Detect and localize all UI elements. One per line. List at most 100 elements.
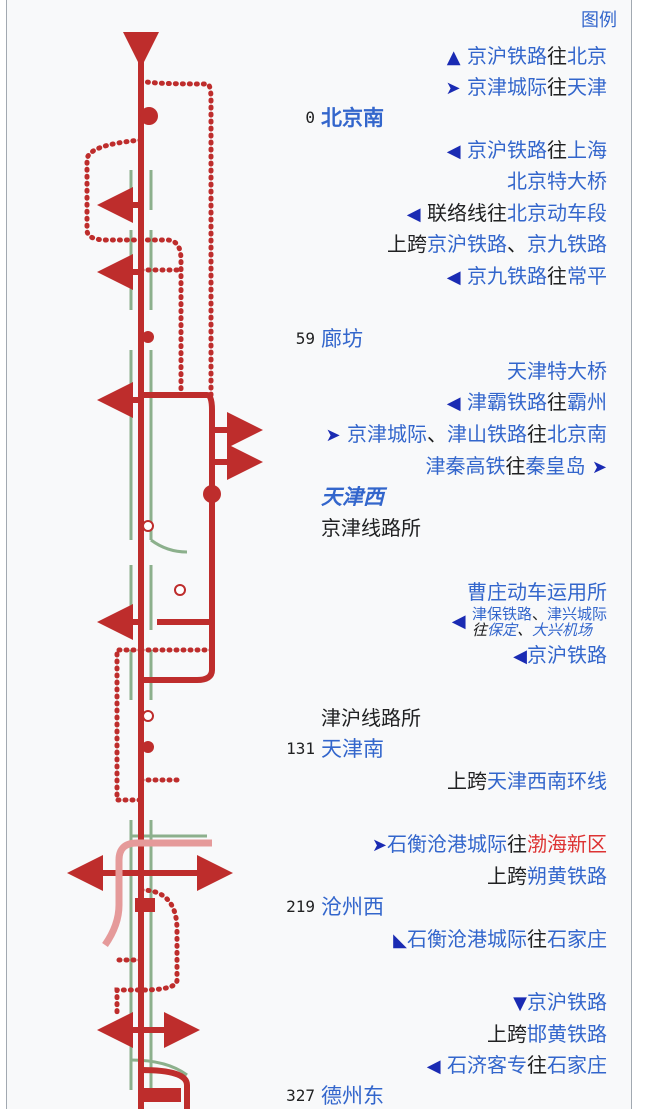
station-dot-cangzhou-west: [135, 898, 155, 912]
link-beijing-grand-bridge[interactable]: 北京特大桥: [507, 169, 607, 193]
link-tianjin[interactable]: 天津: [567, 75, 607, 99]
row-jinghu-down: ▼京沪铁路: [513, 988, 607, 1018]
text-overpass: 上跨: [487, 864, 527, 888]
link-jinqin-hsr[interactable]: 津秦高铁: [425, 454, 506, 478]
row-jinba-to-bazhou: ◀ 津霸铁路往霸州: [447, 388, 607, 418]
link-bazhou[interactable]: 霸州: [567, 390, 607, 414]
route-diagram-panel: 图例 ▲ 京沪铁路往北京 ➤ 京津城际往天津 0 北京南 ◀ 京沪铁路往上海 北…: [6, 0, 632, 1109]
station-langfang[interactable]: 廊坊: [321, 327, 363, 351]
link-jinghu-railway[interactable]: 京沪铁路: [427, 232, 507, 256]
row-beijing-bridge: 北京特大桥: [507, 167, 607, 195]
link-baoding[interactable]: 保定: [486, 621, 517, 639]
text-sep: 、: [516, 621, 532, 639]
link-beijing[interactable]: 北京: [567, 44, 607, 68]
row-jinghu-to-shanghai: ◀ 京沪铁路往上海: [447, 136, 607, 166]
text-to: 往: [527, 927, 547, 951]
link-jingjin-intercity[interactable]: 京津城际: [347, 422, 427, 446]
link-shijiazhuang[interactable]: 石家庄: [547, 927, 607, 951]
text-to: 往: [527, 422, 547, 446]
link-shihengcang-intercity[interactable]: 石衡沧港城际: [407, 927, 527, 951]
link-jinxing-intercity[interactable]: 津兴城际: [546, 605, 607, 623]
link-shihengcang-intercity[interactable]: 石衡沧港城际: [387, 832, 507, 856]
link-shijiazhuang[interactable]: 石家庄: [547, 1053, 607, 1077]
row-shiji-to-shijiazhuang: ◀ 石济客专往石家庄: [427, 1051, 607, 1081]
link-jinshan-railway[interactable]: 津山铁路: [447, 422, 527, 446]
arrow-left-icon: ◀: [446, 267, 461, 288]
arrow-down-icon: ▼: [513, 993, 527, 1014]
arrow-left-icon: ◀: [446, 141, 461, 162]
row-link-to-depot: ◀ 联络线往北京动车段: [407, 199, 607, 229]
arrow-right-icon: ➤: [591, 457, 607, 478]
station-beijing-south[interactable]: 北京南: [321, 106, 384, 130]
text-sep: 、: [427, 422, 447, 446]
station-dot-tianjin-south: [142, 741, 154, 753]
link-beijing-emu-depot[interactable]: 北京动车段: [507, 201, 607, 225]
arrow-left-icon: ◀: [446, 393, 461, 414]
station-cangzhou-west[interactable]: 沧州西: [321, 895, 384, 919]
link-qinhuangdao[interactable]: 秦皇岛: [525, 454, 586, 478]
link-jinba-railway[interactable]: 津霸铁路: [467, 390, 547, 414]
link-jinghu-railway[interactable]: 京沪铁路: [527, 990, 607, 1014]
text-to: 往: [547, 264, 567, 288]
arrow-right-icon: ➤: [371, 835, 387, 856]
station-dot-dezhou-east: [141, 1088, 181, 1102]
link-changping[interactable]: 常平: [567, 264, 607, 288]
km-dezhou-east: 327: [286, 1086, 315, 1105]
row-overpass-2: 上跨天津西南环线: [447, 767, 607, 795]
link-shanghai[interactable]: 上海: [567, 138, 607, 162]
km-tianjin-south: 131: [286, 739, 315, 758]
station-tianjin-west[interactable]: 天津西: [321, 485, 384, 509]
text-overpass: 上跨: [387, 232, 427, 256]
text-sep: 、: [507, 232, 527, 256]
text-jinhu-junction: 津沪线路所: [321, 706, 421, 730]
text-to: 往: [547, 138, 567, 162]
link-tianjin-grand-bridge[interactable]: 天津特大桥: [507, 359, 607, 383]
row-jingjin-junction: 京津线路所: [321, 514, 421, 542]
depot-caozhuang: [174, 584, 186, 596]
link-daxing-airport[interactable]: 大兴机场: [532, 621, 593, 639]
arrow-right-icon: ➤: [325, 425, 341, 446]
link-jingjiu-railway[interactable]: 京九铁路: [527, 232, 607, 256]
station-tianjin-south[interactable]: 天津南: [321, 737, 384, 761]
row-jinbao-jinxing: ◀ 津保铁路、津兴城际 往保定、大兴机场: [452, 606, 607, 638]
link-jingjiu-railway[interactable]: 京九铁路: [467, 264, 547, 288]
link-jinbao-railway[interactable]: 津保铁路: [471, 605, 532, 623]
arrow-right-icon: ➤: [445, 78, 461, 99]
row-overpass-3: 上跨朔黄铁路: [487, 862, 607, 890]
station-dot-langfang: [142, 331, 154, 343]
link-jingjin-intercity[interactable]: 京津城际: [467, 75, 547, 99]
link-beijing-south[interactable]: 北京南: [547, 422, 607, 446]
link-jinghu-railway[interactable]: 京沪铁路: [527, 643, 607, 667]
legend-link[interactable]: 图例: [581, 10, 617, 31]
junction-jingjin: [142, 520, 154, 532]
link-bohai-new-area[interactable]: 渤海新区: [527, 832, 607, 856]
link-hanhuang-railway[interactable]: 邯黄铁路: [527, 1022, 607, 1046]
route-map: [67, 32, 263, 1109]
arrow-down-left-icon: ◣: [393, 930, 407, 951]
link-jinghu-railway[interactable]: 京沪铁路: [467, 138, 547, 162]
station-dezhou-east[interactable]: 德州东: [321, 1084, 384, 1108]
station-markers: [135, 107, 221, 1102]
text-to: 往: [547, 75, 567, 99]
row-jinqin-to-qinhuangdao: 津秦高铁往秦皇岛 ➤: [426, 452, 607, 482]
main-line: [67, 32, 263, 1109]
row-overpass-1: 上跨京沪铁路、京九铁路: [387, 230, 607, 258]
link-shiji-pdl[interactable]: 石济客专: [447, 1053, 527, 1077]
link-shuohuang-railway[interactable]: 朔黄铁路: [527, 864, 607, 888]
row-jinghu-railway: ◀京沪铁路: [513, 641, 607, 671]
text-link-line: 联络线往: [427, 201, 507, 225]
row-caozhuang-depot: 曹庄动车运用所: [467, 578, 607, 606]
text-to: 往: [547, 44, 567, 68]
link-tianjin-sw-ring[interactable]: 天津西南环线: [487, 769, 607, 793]
row-overpass-4: 上跨邯黄铁路: [487, 1020, 607, 1048]
row-jingjin-to-tianjin: ➤ 京津城际往天津: [446, 73, 607, 103]
link-caozhuang-depot[interactable]: 曹庄动车运用所: [467, 580, 607, 604]
row-jinghu-to-beijing: ▲ 京沪铁路往北京: [447, 42, 607, 72]
text-to: 往: [547, 390, 567, 414]
arrow-left-icon: ◀: [513, 646, 527, 667]
arrow-left-icon: ◀: [406, 204, 421, 225]
text-overpass: 上跨: [487, 1022, 527, 1046]
link-jinghu-railway[interactable]: 京沪铁路: [467, 44, 547, 68]
km-cangzhou-west: 219: [286, 897, 315, 916]
row-tianjin-bridge: 天津特大桥: [507, 357, 607, 385]
